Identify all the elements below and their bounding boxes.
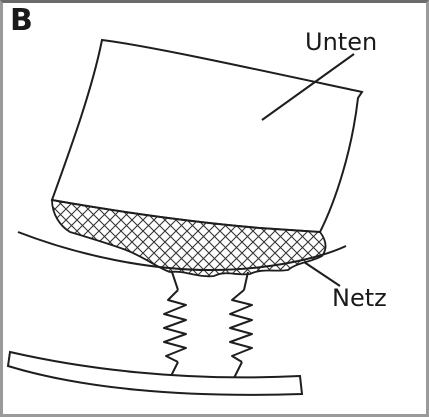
- spring-left: [163, 271, 187, 379]
- leader-line-top: [261, 53, 355, 121]
- mesh-region: [51, 198, 327, 278]
- bottom-plate: [6, 350, 304, 396]
- upper-block: [50, 38, 364, 234]
- panel-label: B: [10, 3, 33, 38]
- label-net: Netz: [332, 284, 387, 312]
- leader-line-net: [303, 261, 341, 287]
- label-top: Unten: [305, 28, 378, 56]
- middle-curve: [17, 231, 347, 272]
- spring-right: [229, 271, 253, 379]
